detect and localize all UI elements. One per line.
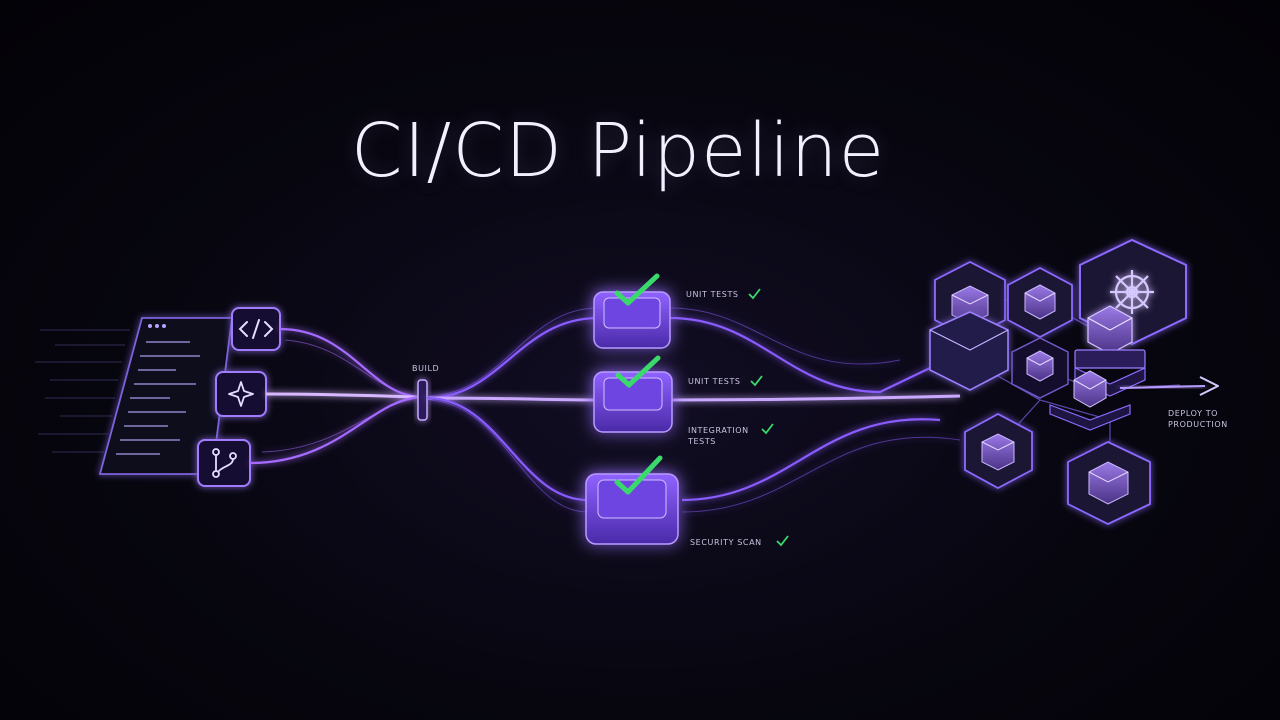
- integration-tests-label-line2: TESTS: [687, 437, 716, 446]
- unit-tests-label-1: UNIT TESTS: [686, 290, 739, 299]
- page-title: CI/CD Pipeline: [350, 108, 886, 194]
- container-cluster: [929, 238, 1187, 526]
- unit-tests-stage-1: UNIT TESTS: [593, 273, 761, 349]
- container-cube-icon: [1074, 305, 1146, 397]
- kubernetes-helm-icon: [1110, 270, 1154, 314]
- deploy-label-line1: DEPLOY TO: [1168, 409, 1218, 418]
- container-cube-icon: [929, 311, 1009, 391]
- test-flow-lines: [426, 307, 961, 513]
- checkmark-icon: [614, 273, 660, 306]
- container-cube-icon: [1088, 461, 1129, 505]
- container-cube-icon: [981, 433, 1015, 471]
- code-editor-window-icon: [98, 317, 234, 475]
- build-label: BUILD: [412, 364, 439, 373]
- git-branch-icon: [197, 439, 251, 487]
- arrow-right-icon: [1119, 376, 1219, 396]
- source-motion-streaks: [35, 329, 130, 453]
- deploy-label-line2: PRODUCTION: [1168, 420, 1228, 429]
- checkmark-icon: [748, 288, 761, 300]
- container-cube-icon: [1049, 370, 1131, 431]
- container-cube-icon: [951, 285, 989, 325]
- checkmark-icon: [761, 423, 774, 435]
- checkmark-icon: [776, 535, 789, 547]
- container-cube-icon: [1024, 284, 1056, 320]
- checkmark-icon: [750, 375, 763, 387]
- security-scan-label: SECURITY SCAN: [690, 538, 762, 547]
- checkmark-icon: [615, 355, 661, 388]
- security-scan-stage: SECURITY SCAN: [585, 455, 789, 547]
- unit-tests-label-2: UNIT TESTS: [688, 377, 741, 386]
- sparkle-build-icon: [215, 371, 267, 417]
- container-cube-icon: [1026, 350, 1054, 382]
- build-node: BUILD: [412, 364, 439, 421]
- source-flow-lines: [249, 327, 421, 465]
- checkmark-icon: [614, 455, 663, 495]
- code-brackets-icon: [231, 307, 281, 351]
- integration-tests-label-line1: INTEGRATION: [688, 426, 749, 435]
- unit-tests-stage-2: UNIT TESTS INTEGRATION TESTS: [593, 355, 774, 446]
